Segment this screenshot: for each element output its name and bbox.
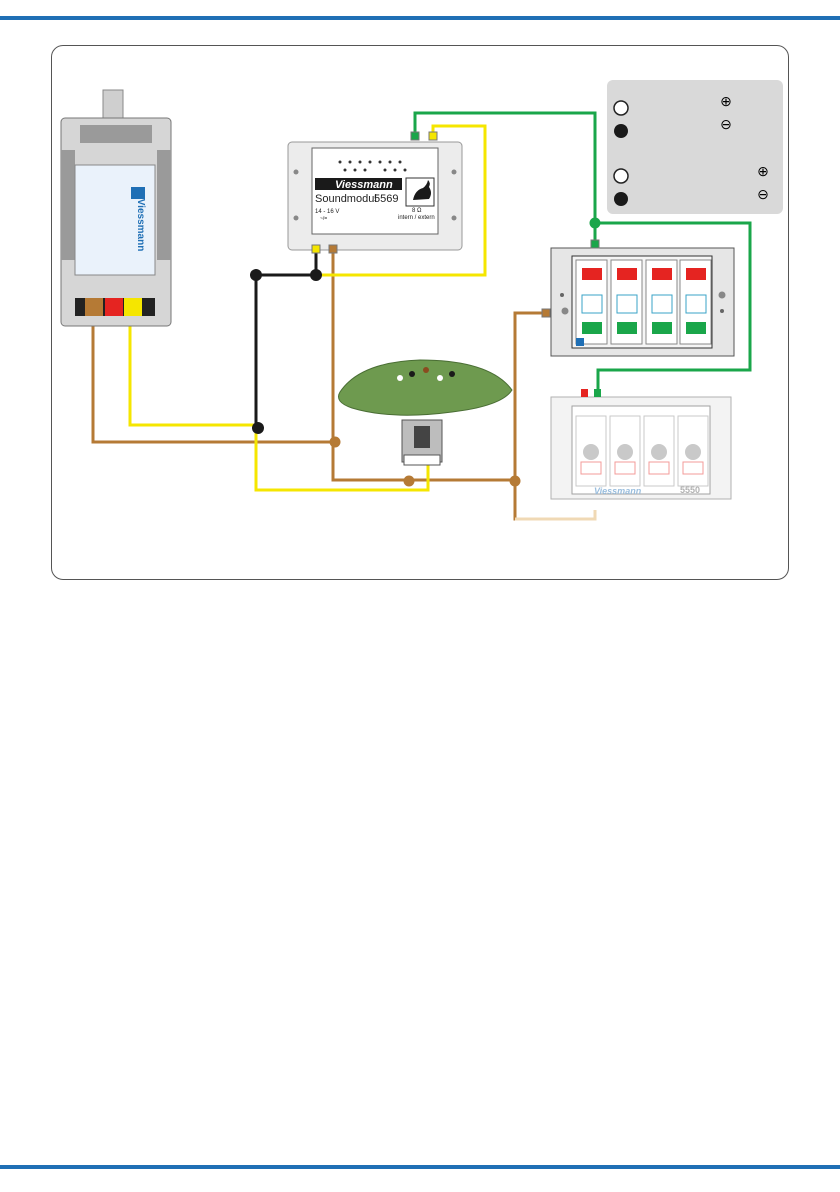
terminal-red [105,298,123,316]
module-voltage-sub: ~/= [320,216,327,222]
open-circle [614,169,628,183]
junction-dot [250,269,262,281]
open-circle [614,101,628,115]
switch-panel-top [542,240,734,356]
panel-bottom-number: 5550 [680,485,700,495]
junction-dot [404,476,415,487]
module-speaker: 8 Ω [412,208,422,214]
panel-top-terminal-green [591,240,599,248]
module-brand: Viessmann [335,179,393,191]
module-number: 5569 [374,193,398,205]
terminal-yellow [124,298,142,316]
panel-bottom-terminal-green [594,389,601,397]
bottom-rule [0,1165,840,1169]
viessmann-logo [131,187,145,199]
junction-dot [510,476,521,487]
panel-bottom-terminal-red [581,389,588,397]
sound-module: Viessmann Soundmodul 5569 14 - 16 V ~/= … [288,132,462,253]
junction-dot [330,437,341,448]
filled-circle [614,124,628,138]
minus-circle-icon: ⊖ [720,116,732,132]
filled-circle [614,192,628,206]
transformer: Viessmann [61,90,171,326]
module-terminal-green [411,132,419,140]
panel-top-terminal-brown [542,309,550,317]
plus-circle-icon: ⊕ [757,163,769,179]
wire-brown-panel-light [515,510,595,519]
minus-circle-icon: ⊖ [757,186,769,202]
viessmann-logo [576,338,584,346]
panel-bottom-brand: Viessmann [594,486,642,496]
legend-box: ⊕ ⊖ ⊕ ⊖ [607,80,783,214]
plus-circle-icon: ⊕ [720,93,732,109]
module-terminal-yellow [312,245,320,253]
junction-dot [310,269,322,281]
junction-dot [590,218,601,229]
hen-scene [339,360,513,465]
module-terminal-brown [329,245,337,253]
switch-panel-bottom: Viessmann 5550 [551,397,731,499]
module-switch: intern / extern [398,215,435,221]
junction-dot [252,422,264,434]
terminal-brown [85,298,103,316]
transformer-brand: Viessmann [135,199,146,252]
module-terminal-yellow-top [429,132,437,140]
module-label: Soundmodul [315,193,377,205]
module-voltage: 14 - 16 V [315,209,339,215]
wire-black-link [256,250,316,275]
